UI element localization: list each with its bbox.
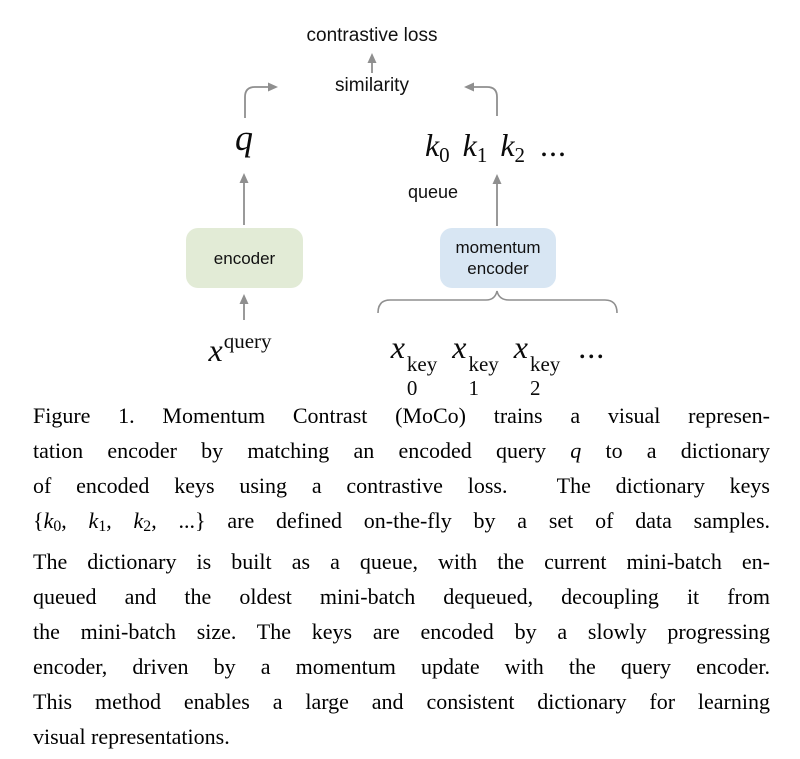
encoder-box: encoder <box>186 228 303 288</box>
contrastive-loss-label: contrastive loss <box>306 25 438 46</box>
caption-line-6: queued and the oldest mini-batch dequeue… <box>33 583 770 609</box>
k2-symbol: k2 <box>500 127 526 167</box>
arrow-keys-to-similarity-icon <box>464 82 498 116</box>
caption-line-3: of encoded keys using a contrastive loss… <box>33 473 770 498</box>
caption-line-8: encoder, driven by a momentum update wit… <box>33 653 770 679</box>
diagram-arrows <box>239 53 618 320</box>
arrow-q-to-similarity-icon <box>244 82 278 118</box>
caption-line-1: Figure 1. Momentum Contrast (MoCo) train… <box>33 403 770 428</box>
x-query-symbol: xquery <box>208 329 272 368</box>
keys-ellipsis: ... <box>540 127 568 163</box>
k0-symbol: k0 <box>424 127 450 167</box>
caption-line-5: The dictionary is built as a queue, with… <box>33 548 770 574</box>
encoder-box-label: encoder <box>213 248 276 268</box>
caption-line-2: tation encoder by matching an encoded qu… <box>33 438 770 463</box>
caption-line-9: This method enables a large and consiste… <box>33 688 770 714</box>
momentum-encoder-label-line1: momentum <box>455 238 541 257</box>
k1-symbol: k1 <box>462 127 488 167</box>
keys-row: k0 k1 k2... <box>425 129 567 166</box>
momentum-encoder-box: momentum encoder <box>440 228 556 288</box>
similarity-label: similarity <box>335 75 409 96</box>
brace-icon <box>377 290 618 314</box>
caption-line-4: {k0, k1, k2, ...} are defined on-the-fly… <box>33 508 771 535</box>
queue-label: queue <box>407 182 459 202</box>
x-keys-ellipsis: ... <box>578 329 606 365</box>
caption-line-7: the mini-batch size. The keys are encode… <box>33 618 770 644</box>
q-symbol: q <box>235 118 253 158</box>
momentum-encoder-label-line2: encoder <box>467 259 529 278</box>
figure-caption: Figure 1. Momentum Contrast (MoCo) train… <box>33 398 770 754</box>
caption-line-10: visual representations. <box>33 723 230 749</box>
